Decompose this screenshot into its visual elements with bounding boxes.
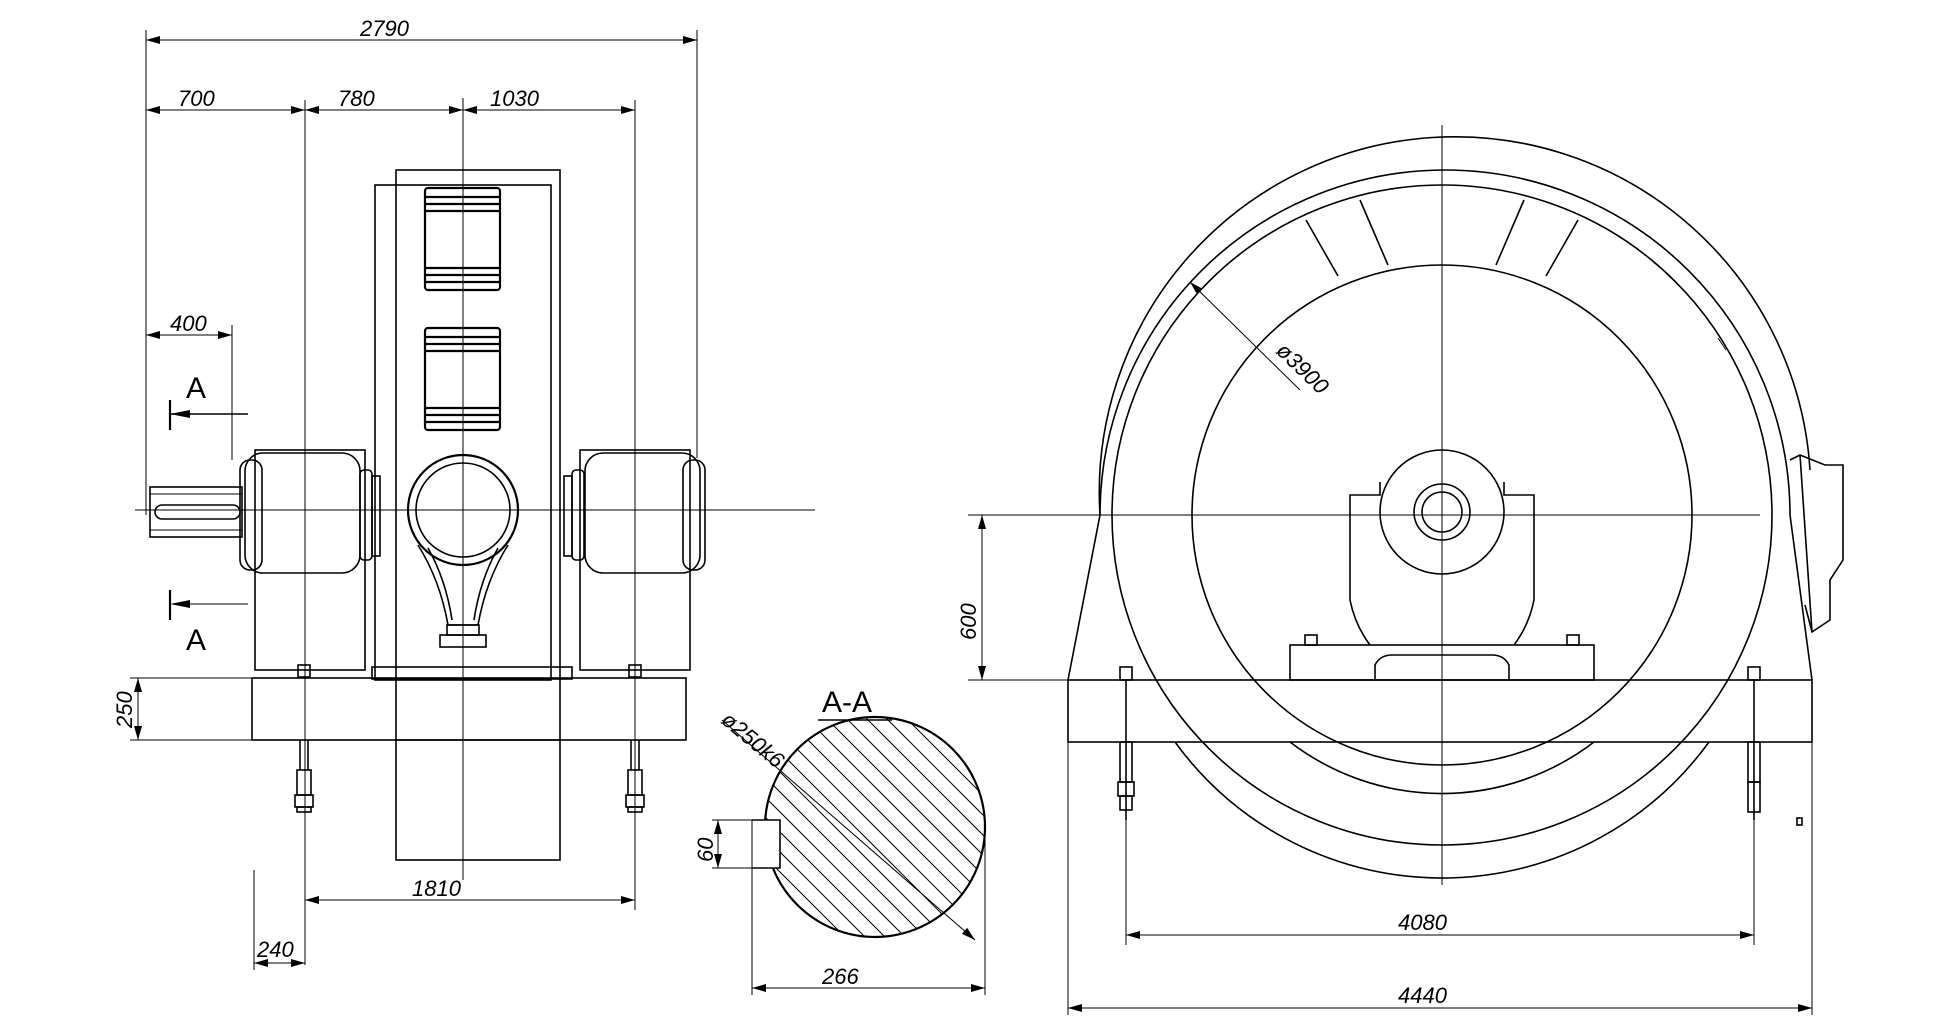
hatch-line [984, 717, 985, 937]
hatch-line [765, 717, 866, 937]
front-view: ø3900 600 4080 4440 [956, 125, 1844, 1015]
dim-700: 700 [146, 86, 305, 114]
dim-4080: 4080 [1126, 910, 1754, 939]
section-hatching [765, 717, 985, 937]
dim-drum-dia: ø3900 [1189, 281, 1727, 400]
dim-250-text: 250 [112, 691, 137, 729]
hatch-line [765, 717, 846, 937]
drum-ring-outer [1111, 184, 1773, 846]
keyway [751, 819, 781, 869]
dim-600-text: 600 [956, 603, 981, 640]
shaft-end [149, 486, 243, 538]
dim-266: 266 [751, 830, 986, 995]
side-view: A A 2790 700 780 1030 400 [112, 16, 815, 970]
drum-frame [395, 169, 561, 861]
dim-400-text: 400 [170, 311, 207, 336]
dim-60-text: 60 [693, 837, 718, 862]
dim-4440-text: 4440 [1398, 983, 1448, 1008]
dim-266-text: 266 [821, 964, 859, 989]
anchor-bolt-left [294, 664, 314, 813]
dim-250: 250 [112, 678, 142, 740]
front-anchor-left [1117, 666, 1135, 820]
anchor-bolt-right [625, 664, 645, 813]
section-cut-top: A [168, 372, 248, 430]
hatch-line [784, 717, 985, 937]
dim-drum-dia-text: ø3900 [1272, 338, 1335, 400]
dim-780-text: 780 [338, 86, 375, 111]
lifting-eye [406, 453, 520, 648]
dim-1030-text: 1030 [490, 86, 540, 111]
dim-1030: 1030 [463, 86, 635, 114]
outer-casing [1067, 169, 1813, 681]
dim-700-text: 700 [178, 86, 215, 111]
bearing-pedestal [1289, 449, 1595, 681]
hatch-line [964, 717, 985, 937]
dim-1810-text: 1810 [412, 876, 462, 901]
base-side [251, 677, 687, 741]
hatch-line [824, 717, 985, 937]
hatch-line [765, 717, 906, 937]
section-mark-top: A [186, 372, 206, 405]
hatch-line [904, 717, 985, 937]
dim-4440: 4440 [1068, 983, 1812, 1012]
section-mark-bottom: A [186, 624, 206, 657]
dim-780: 780 [305, 86, 463, 114]
casing-outer-arc [1098, 136, 1811, 516]
extension-lines [130, 30, 698, 970]
hatch-line [944, 717, 985, 937]
hatch-line [804, 717, 985, 937]
hatch-line [884, 717, 985, 937]
section-cut-bottom: A [168, 590, 248, 657]
hatch-line [765, 717, 946, 937]
dim-2790-text: 2790 [359, 16, 410, 41]
drum-window-upper [423, 186, 502, 292]
dim-1810: 1810 [305, 876, 635, 904]
frame-bar [371, 666, 573, 680]
drum-ribs [1305, 199, 1579, 277]
right-bearing [563, 449, 706, 671]
drum-window-lower [423, 326, 502, 432]
side-box [1789, 454, 1844, 634]
section-title: A-A [822, 686, 872, 719]
drum-ring-inner [1191, 264, 1693, 766]
dim-400: 400 [146, 311, 232, 339]
dim-240: 240 [254, 937, 305, 967]
hatch-line [864, 717, 985, 937]
dim-4080-text: 4080 [1398, 910, 1448, 935]
dim-60: 60 [693, 819, 752, 869]
dim-2790: 2790 [146, 16, 697, 44]
dim-240-text: 240 [256, 937, 294, 962]
hatch-line [765, 717, 985, 937]
drum-side [374, 184, 552, 681]
front-anchor-right [1747, 666, 1761, 820]
left-bearing [239, 449, 381, 671]
dim-shaft-dia-text: ø250k6 [717, 707, 790, 774]
section-a-a: A-A ø250k6 60 266 [693, 686, 987, 995]
hatch-line [765, 717, 886, 937]
base-front [1067, 679, 1813, 743]
hatch-line [765, 717, 966, 937]
dim-600: 600 [956, 515, 986, 680]
hatch-line [844, 717, 985, 937]
hatch-line [924, 717, 985, 937]
hatch-line [765, 717, 985, 937]
drum-lower-arc [1174, 741, 1710, 879]
